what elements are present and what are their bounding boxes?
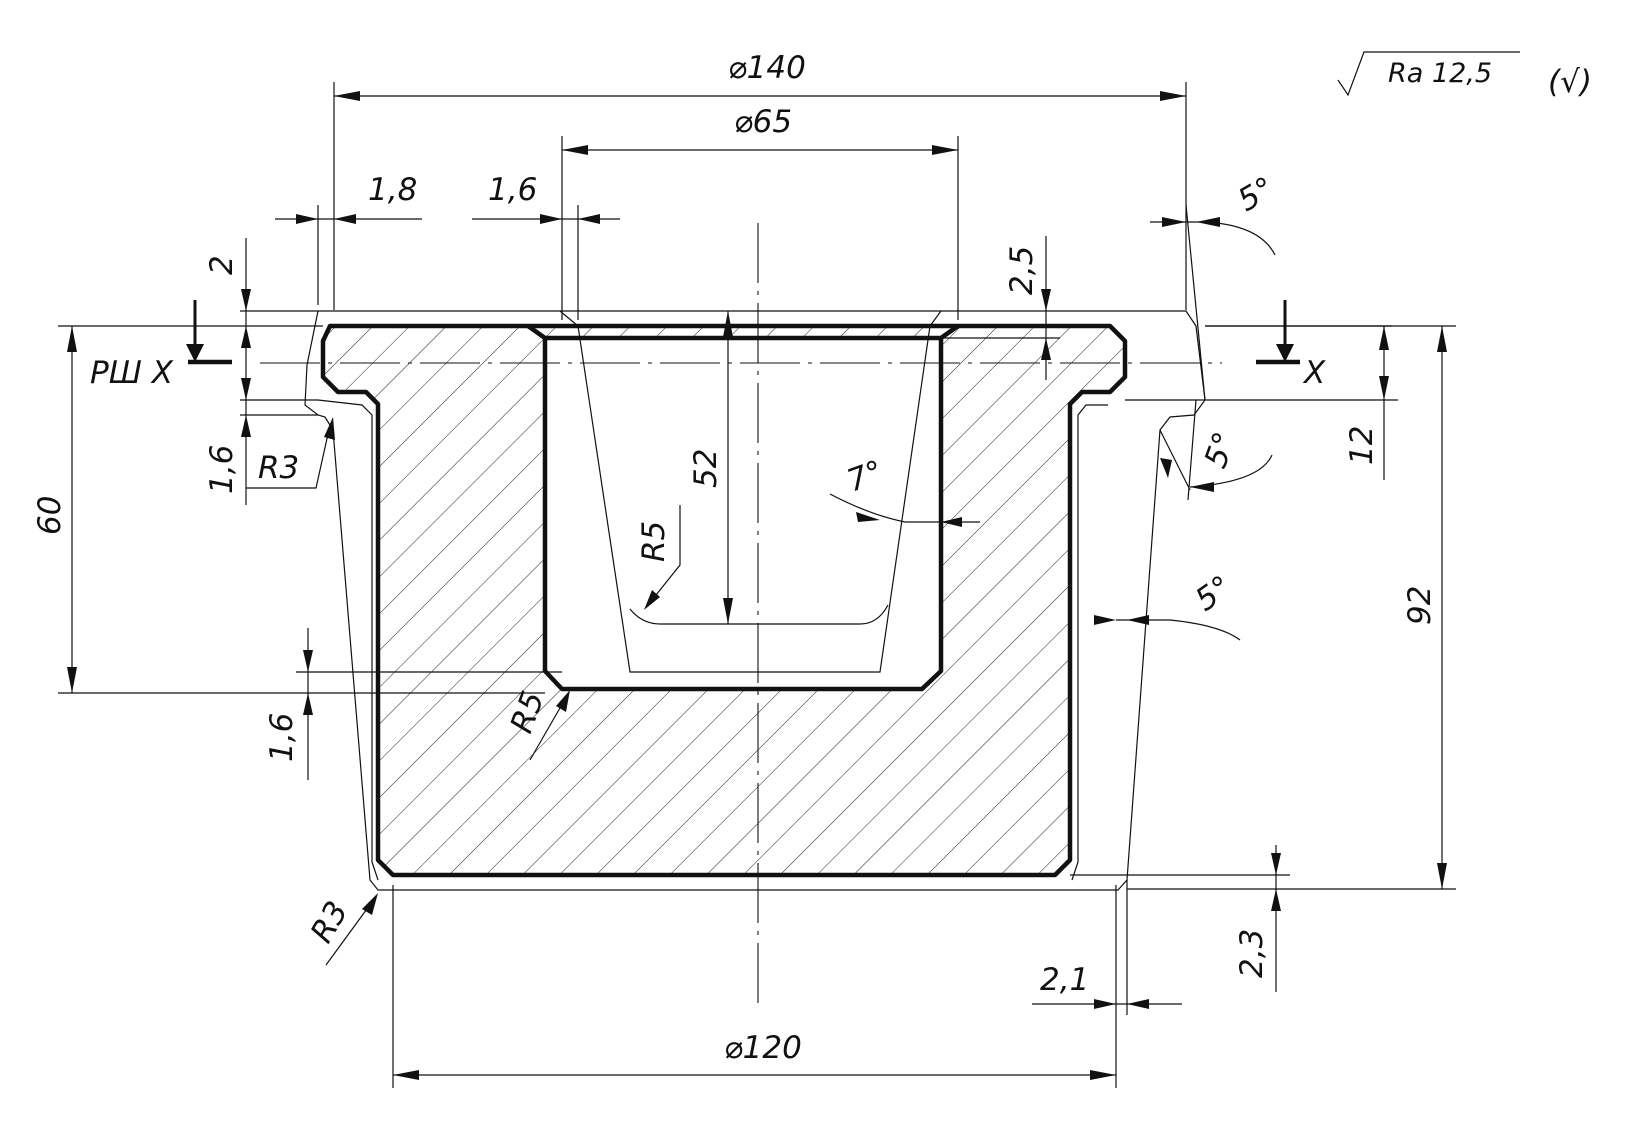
dim-allow-side-right: 2,1 [1032,880,1182,1015]
forging-cavity-bottom [629,604,889,625]
dim-radius-flange-text: R3 [258,450,299,486]
dim-draft-top-right-text: 5° [1232,170,1281,219]
part-outline [320,323,1128,878]
dim-allow-left-top: 1,8 [275,172,422,305]
dim-allow-top-right-text: 2,5 [1004,246,1040,295]
roughness-symbol: Ra 12,5 (√) [1337,51,1592,100]
dim-d-outer-text: ⌀140 [728,50,806,86]
dim-allow-flange-under: 1,6 [204,378,318,505]
dim-allow-bore-top: 1,6 [472,172,620,320]
part-section-hatch [323,326,1125,875]
dim-radius-bottom-text: R3 [304,895,356,949]
section-mark-left: РШ X [90,300,232,391]
dim-radius-bottom: R3 [304,893,378,966]
dim-allow-top: 2 [204,238,318,400]
roughness-value: Ra 12,5 [1388,58,1492,89]
forging-cavity [559,310,942,673]
dim-allow-bottom-text: 2,3 [1234,929,1270,978]
dim-h-total: 92 [1127,325,1456,890]
dim-d-body-text: ⌀120 [724,1030,802,1066]
dim-draft-flange-right-text: 5° [1198,427,1244,472]
dim-radius-cavity: R5 [636,505,681,610]
dim-d-bore: ⌀65 [561,104,959,320]
section-mark-right: X [1256,300,1326,391]
dim-allow-bore-top-text: 1,6 [488,172,537,208]
dim-allow-bore-bottom-text: 1,6 [264,713,300,762]
dim-allow-top-text: 2 [204,255,240,275]
dim-h-flange-block-text: 60 [32,496,68,535]
dim-allow-side-right-text: 2,1 [1040,962,1089,998]
dim-draft-top-right: 5° [1150,170,1281,401]
dim-h-flange-text: 12 [1344,426,1380,465]
dim-radius-cavity-text: R5 [636,521,672,562]
dim-draft-body-right-text: 5° [1189,569,1239,619]
section-label-left: РШ X [90,355,174,391]
dim-allow-flange-under-text: 1,6 [204,445,240,494]
dim-radius-flange: R3 [246,417,335,489]
dim-d-outer: ⌀140 [333,50,1187,310]
dim-draft-cavity-text: 7° [842,454,887,500]
forging-flange-inner [317,399,1108,881]
dim-h-total-text: 92 [1402,586,1438,625]
dim-allow-top-right: 2,5 [941,236,1060,380]
dim-h-flange: 12 [1125,325,1398,480]
section-label-right: X [1302,355,1326,391]
dim-draft-body-right: 5° [1094,569,1241,641]
dim-h-bore-text: 52 [688,449,724,488]
dim-h-flange-block: 60 [32,325,545,694]
roughness-suffix: (√) [1548,64,1592,100]
dim-h-bore: 52 [688,311,733,624]
dim-allow-bore-bottom: 1,6 [264,628,562,780]
bore-outline [526,324,960,692]
dim-d-bore-text: ⌀65 [734,104,792,140]
dim-draft-flange-right: 5° [1159,399,1273,501]
dim-allow-bottom: 2,3 [1070,845,1290,992]
dim-d-body: ⌀120 [392,885,1117,1088]
dim-allow-left-top-text: 1,8 [368,172,417,208]
